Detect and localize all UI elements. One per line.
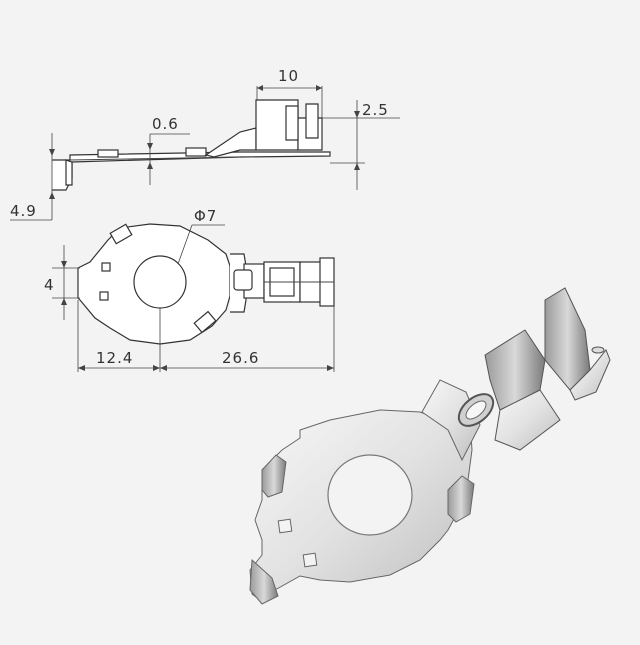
- render-tab-left: [261, 454, 287, 498]
- dim-10-label: 10: [278, 67, 299, 85]
- render-crimp-tip: [591, 346, 605, 354]
- render-crimp-barrel-2: [544, 287, 591, 391]
- side-bump-1: [97, 149, 119, 158]
- top-square-1: [101, 262, 111, 272]
- render-crimp-base: [494, 389, 561, 451]
- side-plate-lower-edge: [69, 156, 241, 161]
- side-view: 10 0.6 2.5 4.9: [10, 67, 400, 221]
- top-view: Φ7 4 12.4 26.6: [44, 207, 335, 372]
- render-crimp-tail: [569, 349, 611, 401]
- dim-06-label: 0.6: [152, 115, 179, 133]
- render-center-hole: [327, 454, 413, 536]
- dim-25-label: 2.5: [362, 101, 389, 119]
- side-bent-leg: [65, 159, 73, 186]
- dim-phi7-leader: [177, 224, 193, 265]
- dim-266-label: 26.6: [222, 349, 259, 367]
- top-tab-1: [109, 223, 133, 245]
- dim-4-label: 4: [44, 276, 55, 294]
- top-square-2: [99, 291, 109, 301]
- render-tab-bottom: [249, 558, 279, 605]
- dim-124-label: 12.4: [96, 349, 133, 367]
- rendered-terminal: [249, 287, 611, 605]
- render-square-2: [302, 552, 318, 568]
- render-tab-right: [447, 475, 475, 523]
- side-crimp-wing-2: [305, 103, 319, 139]
- dim-phi7-label: Φ7: [194, 207, 217, 225]
- dim-06-arrows: [147, 143, 153, 169]
- side-crimp-wing: [285, 105, 299, 141]
- top-slot: [233, 269, 253, 291]
- dim-49-label: 4.9: [10, 202, 37, 220]
- render-neck: [421, 379, 481, 462]
- top-tab-2: [193, 310, 217, 334]
- render-slot-inner: [465, 400, 487, 420]
- render-square-1: [277, 518, 293, 534]
- side-bump-2: [185, 147, 207, 157]
